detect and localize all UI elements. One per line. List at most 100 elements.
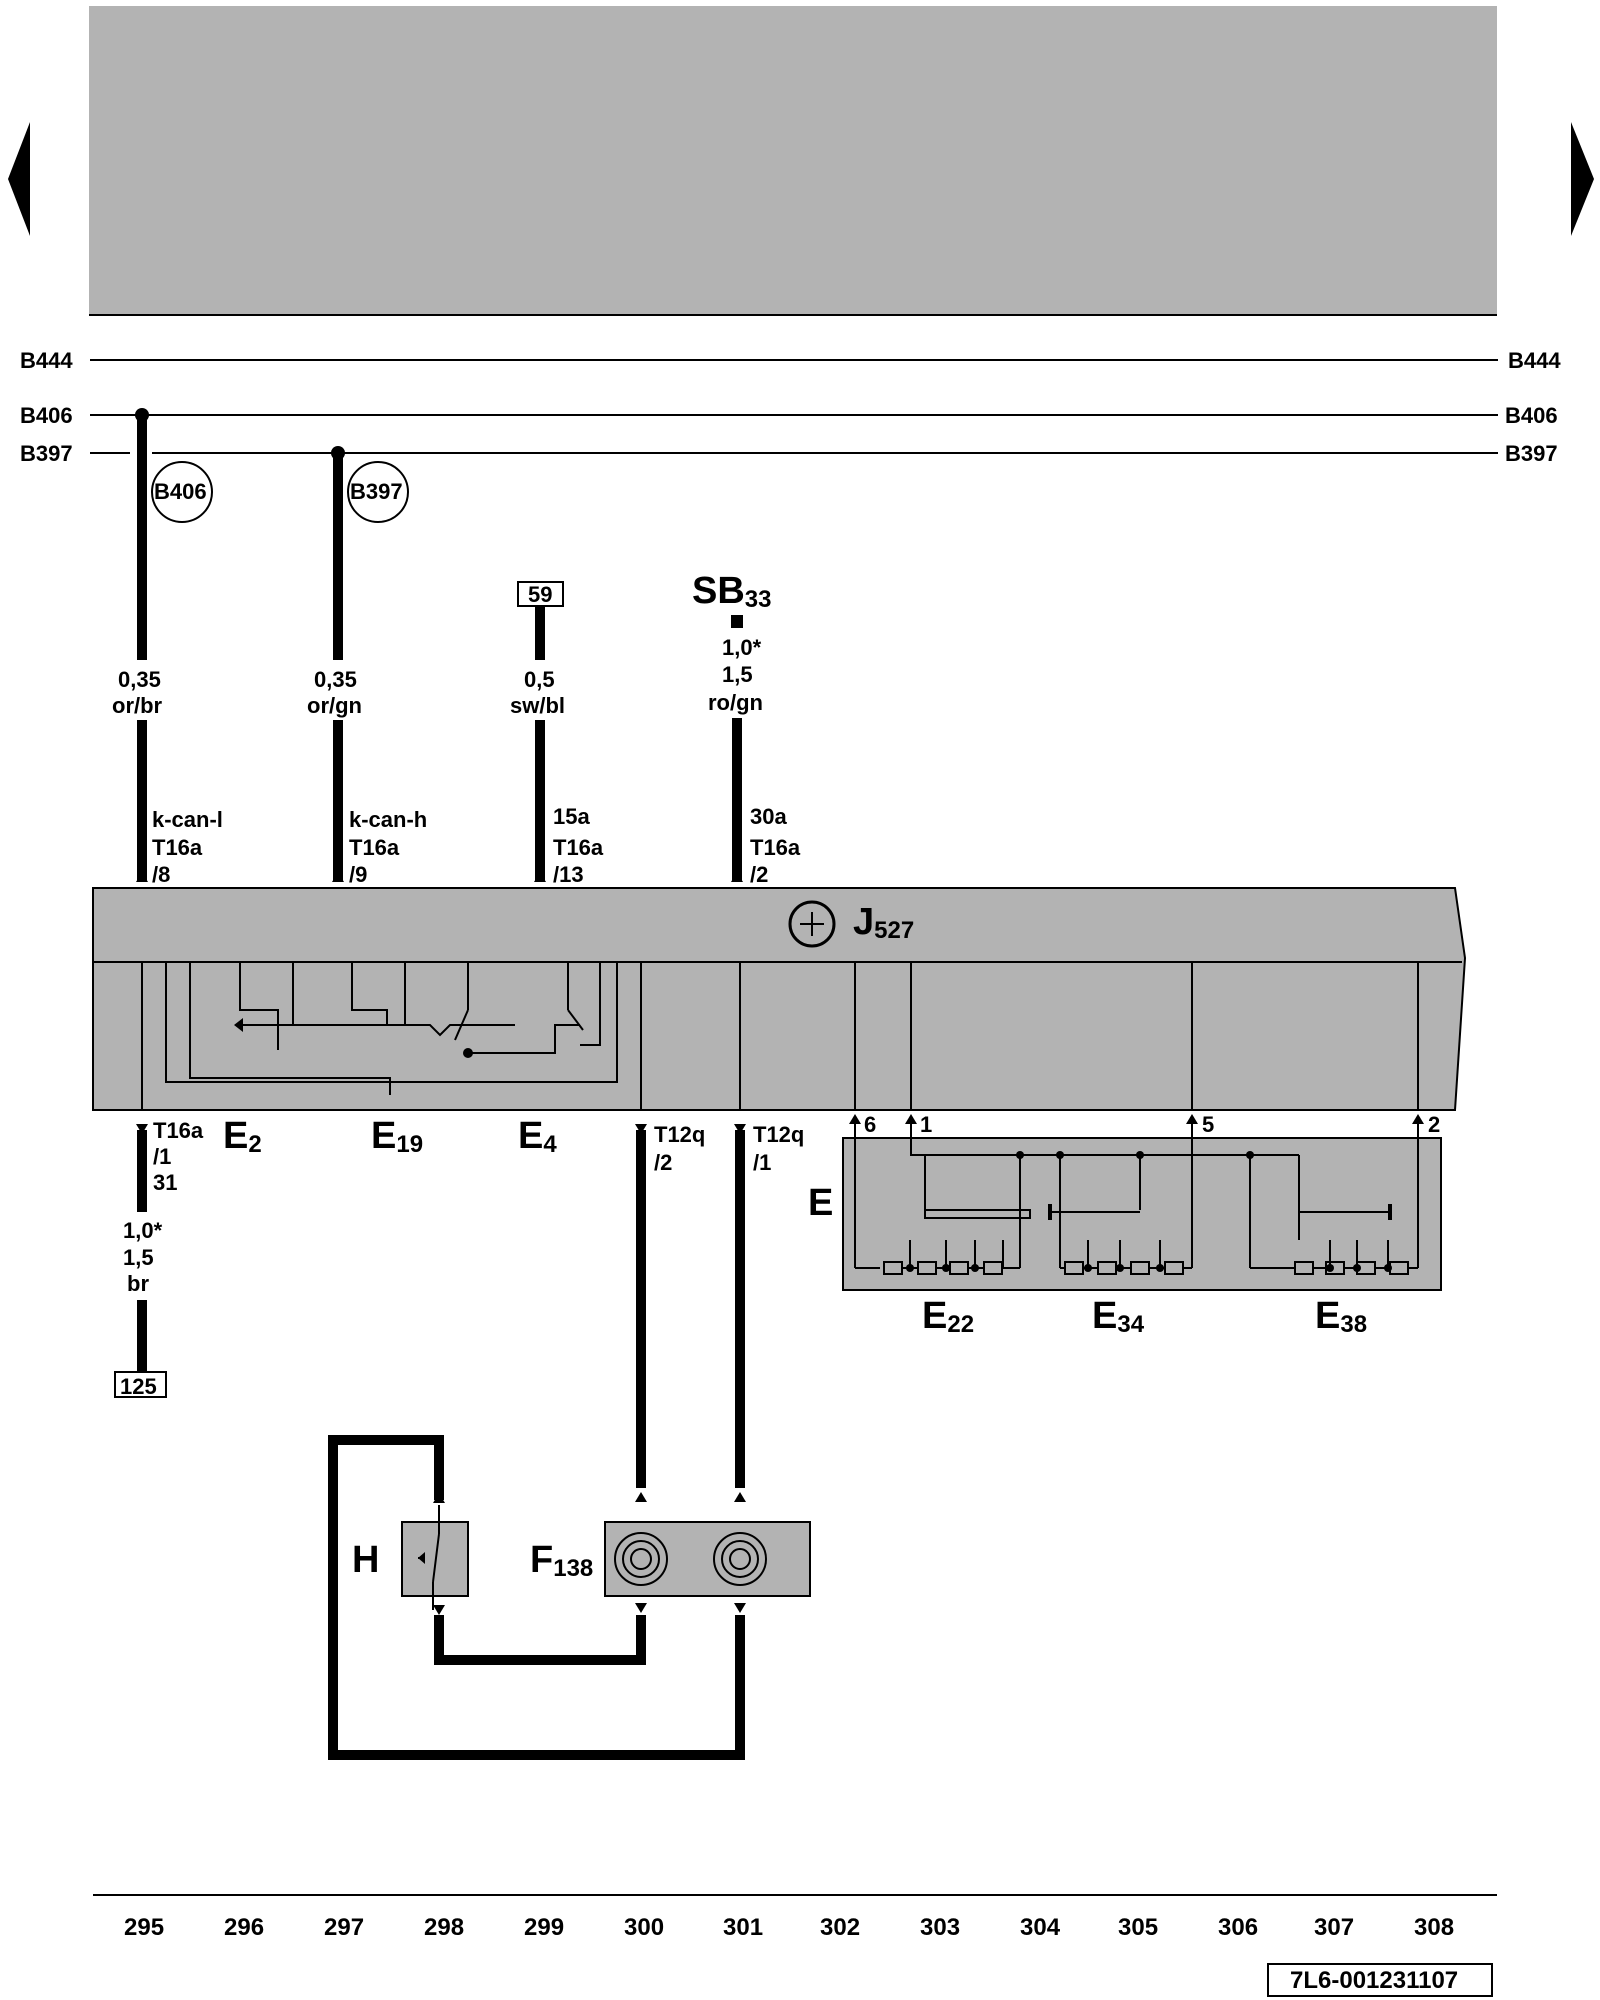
wire-size: 0,35 — [118, 667, 161, 692]
ruler-number: 297 — [324, 1914, 364, 1941]
wire-size: 0,5 — [524, 667, 555, 692]
wire-size: 0,35 — [314, 667, 357, 692]
module-body — [92, 887, 1467, 1111]
coil-icon — [614, 1532, 668, 1586]
connector-pin: /13 — [553, 862, 584, 887]
pin-label: 1 — [920, 1112, 932, 1137]
switch-block-label: E — [808, 1182, 833, 1224]
switch-label-e22: E22 — [922, 1295, 974, 1338]
page-ruler: 295 296 297 298 299 300 301 302 303 304 … — [93, 1894, 1497, 1941]
clock-spring-f138: F138 — [530, 1521, 811, 1613]
pin-label: 2 — [1428, 1112, 1440, 1137]
pin-label: 6 — [864, 1112, 876, 1137]
bus-label-b397-left: B397 — [20, 441, 73, 466]
wire-size-alt: 1,0* — [722, 635, 762, 660]
wire-color: or/gn — [307, 693, 362, 718]
terminal-label: 59 — [528, 582, 552, 607]
switch-label-e34: E34 — [1092, 1295, 1145, 1338]
clock-spring-label: F138 — [530, 1539, 593, 1582]
fuse-label: SB33 — [692, 570, 772, 613]
switch-block-body — [842, 1137, 1442, 1291]
horn-circuit: H — [328, 1435, 745, 1760]
pin-label: 5 — [1202, 1112, 1214, 1137]
switch-block-internals — [854, 1124, 1419, 1275]
coil-icon — [713, 1532, 767, 1586]
ruler-number: 300 — [624, 1914, 664, 1941]
switch-block-e: E 6 1 5 2 — [808, 1112, 1442, 1338]
horn-label: H — [352, 1539, 379, 1581]
bus-label-b444-left: B444 — [20, 348, 73, 373]
connector-pin: /2 — [654, 1150, 672, 1175]
ruler-number: 298 — [424, 1914, 464, 1941]
wire-color: sw/bl — [510, 693, 565, 718]
ruler-number: 307 — [1314, 1914, 1354, 1941]
wire-size-alt: 1,0* — [123, 1218, 163, 1243]
wire-t12q-2: T12q /2 — [635, 1122, 705, 1502]
bus-marker-b397 — [347, 461, 409, 523]
connector-name: T12q — [654, 1122, 705, 1147]
steering-wheel-icon — [788, 900, 836, 948]
switch-block-nodes — [906, 1151, 1392, 1272]
triangle-right-icon[interactable] — [1571, 122, 1594, 236]
connector-name: T16a — [553, 835, 604, 860]
wire-color: ro/gn — [708, 690, 763, 715]
wire-15a: 59 0,5 sw/bl 15a T16a /13 — [510, 581, 604, 887]
wire-30a: SB33 1,0* 1,5 ro/gn 30a T16a /2 — [692, 570, 801, 887]
fuse-terminal — [731, 615, 743, 628]
bus-marker-label: B397 — [350, 479, 403, 504]
switch-label-e38: E38 — [1315, 1295, 1367, 1338]
connector-pin: /1 — [753, 1150, 771, 1175]
ruler-number: 308 — [1414, 1914, 1454, 1941]
terminal-label: 125 — [120, 1374, 157, 1399]
module-j527: J527 E2 E19 E4 — [92, 887, 1467, 1158]
doc-id-box — [1267, 1963, 1493, 1997]
doc-id: 7L6-001231107 — [1290, 1967, 1458, 1994]
connector-name: T16a — [152, 835, 203, 860]
wire-k-can-h: B397 0,35 or/gn k-can-h T16a /9 — [307, 446, 427, 887]
switch-label-e4: E4 — [518, 1115, 557, 1158]
wire-color: br — [127, 1271, 149, 1296]
bus-label-b406-right: B406 — [1505, 403, 1558, 428]
module-label: J527 — [853, 901, 914, 944]
ruler-number: 305 — [1118, 1914, 1158, 1941]
bus-marker-b406 — [151, 461, 213, 523]
wire-signal: 30a — [750, 804, 787, 829]
ruler-number: 303 — [920, 1914, 960, 1941]
connector-name: T12q — [753, 1122, 804, 1147]
wire-size: 1,5 — [722, 662, 753, 687]
wire-size: 1,5 — [123, 1245, 154, 1270]
bus-label-b406-left: B406 — [20, 403, 73, 428]
internal-switches — [141, 962, 1419, 1110]
connector-name: T16a — [750, 835, 801, 860]
bus-label-b397-right: B397 — [1505, 441, 1558, 466]
bus-marker-label: B406 — [154, 479, 207, 504]
wire-signal: 15a — [553, 804, 590, 829]
switch-label-e19: E19 — [371, 1115, 423, 1158]
wire-signal: 31 — [153, 1170, 177, 1195]
header-panel — [89, 6, 1497, 314]
wire-color: or/br — [112, 693, 163, 718]
triangle-left-icon[interactable] — [8, 122, 30, 236]
ruler-number: 299 — [524, 1914, 564, 1941]
wire-signal: k-can-h — [349, 807, 427, 832]
ruler-number: 306 — [1218, 1914, 1258, 1941]
bus-label-b444-right: B444 — [1508, 348, 1561, 373]
ruler-number: 301 — [723, 1914, 763, 1941]
wire-t12q-1: T12q /1 — [734, 1122, 804, 1502]
connector-pin: /9 — [349, 862, 367, 887]
connector-name: T16a — [349, 835, 400, 860]
ruler-number: 296 — [224, 1914, 264, 1941]
connector-name: T16a — [153, 1118, 204, 1143]
wire-signal: k-can-l — [152, 807, 223, 832]
switch-label-e2: E2 — [223, 1115, 262, 1158]
connector-pin: /2 — [750, 862, 768, 887]
wire-k-can-l: B406 0,35 or/br k-can-l T16a /8 — [112, 408, 223, 887]
connector-pin: /8 — [152, 862, 170, 887]
connector-pin: /1 — [153, 1144, 171, 1169]
ruler-number: 295 — [124, 1914, 164, 1941]
wire-ground: T16a /1 31 1,0* 1,5 br 125 — [114, 1118, 204, 1399]
bus-lines: B444 B444 B406 B406 B397 B397 — [20, 348, 1561, 466]
ruler-number: 302 — [820, 1914, 860, 1941]
ruler-number: 304 — [1020, 1914, 1061, 1941]
